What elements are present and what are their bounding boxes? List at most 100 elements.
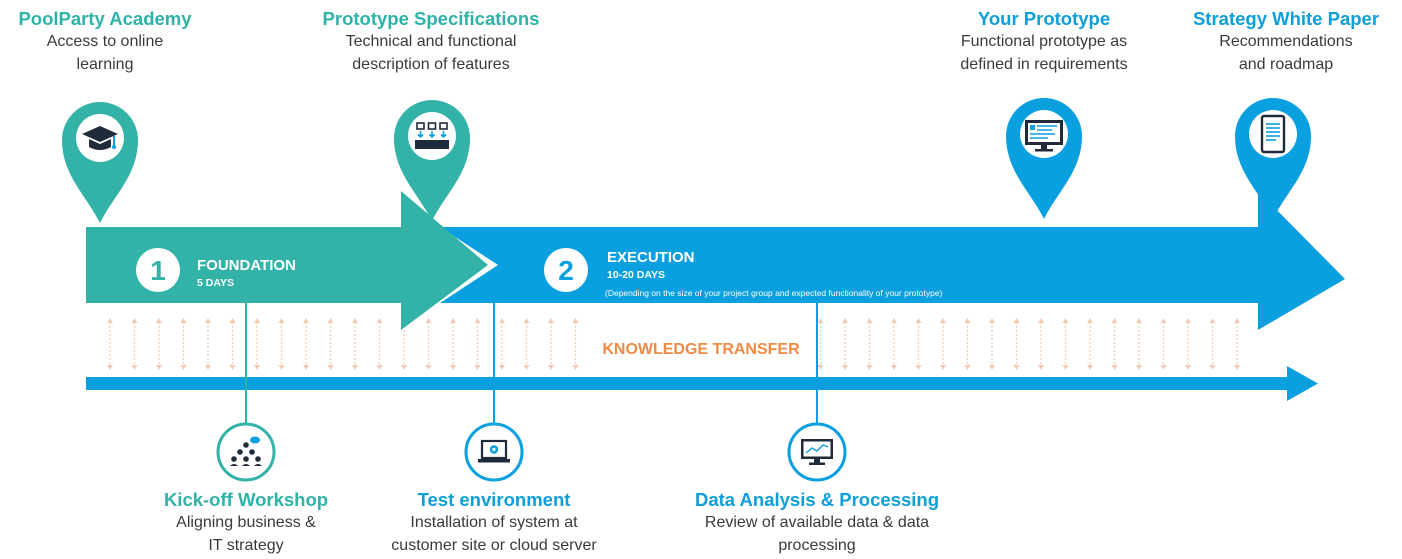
knowledge-transfer-arrowhead-down xyxy=(1013,365,1020,370)
knowledge-transfer-arrowhead-up xyxy=(205,318,211,323)
milestone-desc-line: Access to online xyxy=(46,33,164,50)
knowledge-transfer-arrowhead-down xyxy=(891,365,897,370)
knowledge-transfer-arrowhead-down xyxy=(278,365,285,370)
knowledge-transfer-arrowhead-down xyxy=(450,365,456,370)
knowledge-transfer-arrowhead-down xyxy=(303,365,309,370)
knowledge-transfer-arrowhead-up xyxy=(180,318,187,323)
laptop-settings-icon xyxy=(478,439,510,463)
knowledge-transfer-arrowhead-up xyxy=(327,318,334,323)
knowledge-transfer-arrowhead-up xyxy=(1087,318,1093,323)
milestone-title: Kick-off Workshop xyxy=(163,489,329,510)
milestone-kickoff-workshop: Kick-off Workshop Aligning business & IT… xyxy=(136,488,356,557)
pin-strategy-white-paper[interactable] xyxy=(1235,98,1311,219)
knowledge-transfer-arrowhead-down xyxy=(376,365,383,370)
knowledge-transfer-arrowhead-up xyxy=(842,318,848,323)
phase-2-number-badge xyxy=(544,248,588,292)
knowledge-transfer-arrowhead-down xyxy=(180,365,187,370)
pin-prototype-specifications[interactable] xyxy=(394,100,470,221)
pin-poolparty-academy[interactable] xyxy=(62,102,138,223)
knowledge-transfer-arrowhead-up xyxy=(425,318,432,323)
phase-1-title: FOUNDATION xyxy=(197,257,296,274)
node-data-analysis[interactable] xyxy=(787,422,847,482)
knowledge-transfer-arrowhead-down xyxy=(1234,365,1240,370)
milestone-desc-line: Installation of system at xyxy=(410,514,578,531)
milestone-desc-line: and roadmap xyxy=(1238,56,1334,73)
pin-your-prototype[interactable] xyxy=(1006,98,1082,219)
knowledge-transfer-arrowhead-up xyxy=(303,318,309,323)
knowledge-transfer-arrowhead-up xyxy=(1185,318,1191,323)
milestone-desc-line: description of features xyxy=(352,56,510,73)
knowledge-transfer-arrowhead-up xyxy=(254,318,260,323)
knowledge-transfer-arrowhead-down xyxy=(425,365,432,370)
knowledge-transfer-arrowhead-down xyxy=(1160,365,1167,370)
knowledge-transfer-arrowhead-down xyxy=(548,365,554,370)
knowledge-transfer-arrowhead-up xyxy=(352,318,358,323)
knowledge-transfer-arrowhead-down xyxy=(1136,365,1142,370)
knowledge-transfer-arrowhead-down xyxy=(915,365,922,370)
knowledge-transfer-arrowhead-up xyxy=(499,318,505,323)
knowledge-transfer-arrowhead-up xyxy=(1038,318,1044,323)
knowledge-transfer-arrowhead-up xyxy=(474,318,481,323)
knowledge-transfer-arrowhead-up xyxy=(1160,318,1167,323)
knowledge-transfer-label-bg xyxy=(578,333,810,361)
knowledge-transfer-arrowhead-up xyxy=(376,318,383,323)
knowledge-transfer-arrowhead-down xyxy=(572,365,579,370)
knowledge-transfer-arrowhead-down xyxy=(254,365,260,370)
knowledge-transfer-arrowhead-down xyxy=(817,365,824,370)
knowledge-transfer-arrowhead-down xyxy=(352,365,358,370)
milestone-desc-line: customer site or cloud server xyxy=(391,537,597,554)
milestone-title: Test environment xyxy=(417,489,571,510)
specification-boxes-icon xyxy=(415,122,449,149)
knowledge-transfer-arrowhead-up xyxy=(572,318,579,323)
knowledge-transfer-arrows xyxy=(107,318,1240,370)
knowledge-transfer-arrowhead-down xyxy=(1087,365,1093,370)
milestone-desc-line: Aligning business & xyxy=(176,514,316,531)
milestone-desc-line: Technical and functional xyxy=(345,33,517,50)
phase-1-number: 1 xyxy=(150,255,166,286)
milestone-data-analysis: Data Analysis & Processing Review of ava… xyxy=(672,488,962,557)
knowledge-transfer-arrowhead-up xyxy=(1013,318,1020,323)
knowledge-transfer-arrowhead-up xyxy=(989,318,995,323)
knowledge-transfer-arrowhead-up xyxy=(1234,318,1240,323)
knowledge-transfer-arrowhead-up xyxy=(156,318,162,323)
knowledge-transfer-arrowhead-up xyxy=(866,318,873,323)
knowledge-transfer-arrowhead-up xyxy=(940,318,946,323)
knowledge-transfer-arrowhead-down xyxy=(964,365,971,370)
knowledge-transfer-arrowhead-down xyxy=(499,365,505,370)
knowledge-transfer-arrowhead-up xyxy=(450,318,456,323)
knowledge-transfer-arrowhead-down xyxy=(989,365,995,370)
milestone-strategy-white-paper: Strategy White Paper Recommendations and… xyxy=(1172,7,1400,76)
knowledge-transfer-arrowhead-down xyxy=(940,365,946,370)
knowledge-transfer-arrowhead-down xyxy=(1062,365,1069,370)
milestone-title: Data Analysis & Processing xyxy=(694,489,940,510)
knowledge-transfer-arrowhead-up xyxy=(1062,318,1069,323)
knowledge-transfer-arrowhead-down xyxy=(107,365,113,370)
knowledge-transfer-label: KNOWLEDGE TRANSFER xyxy=(602,341,800,358)
knowledge-transfer-arrowhead-down xyxy=(866,365,873,370)
knowledge-transfer-arrowhead-down xyxy=(401,365,407,370)
milestone-test-environment: Test environment Installation of system … xyxy=(364,488,624,557)
milestone-desc-line: Functional prototype as xyxy=(960,33,1128,50)
phase-1-duration: 5 DAYS xyxy=(197,277,234,289)
milestone-title: Your Prototype xyxy=(977,8,1111,29)
milestone-title: Strategy White Paper xyxy=(1192,8,1380,29)
knowledge-transfer-arrowhead-down xyxy=(327,365,334,370)
phase-2-title: EXECUTION xyxy=(607,249,695,266)
knowledge-transfer-arrowhead-down xyxy=(1111,365,1118,370)
knowledge-transfer-arrowhead-up xyxy=(229,318,236,323)
people-meeting-icon xyxy=(230,436,262,466)
node-kickoff-workshop[interactable] xyxy=(216,422,276,482)
milestone-title: PoolParty Academy xyxy=(18,8,192,29)
knowledge-transfer-arrowhead-down xyxy=(523,365,530,370)
milestone-desc-line: learning xyxy=(76,56,134,73)
node-test-environment[interactable] xyxy=(464,422,524,482)
knowledge-transfer-arrowhead-down xyxy=(1185,365,1191,370)
knowledge-transfer-arrowhead-up xyxy=(1111,318,1118,323)
knowledge-transfer-arrowhead-down xyxy=(842,365,848,370)
document-tablet-icon xyxy=(1260,114,1286,154)
knowledge-transfer-arrowhead-down xyxy=(131,365,138,370)
bottom-connectors xyxy=(245,303,818,425)
monitor-prototype-icon xyxy=(1025,120,1063,152)
knowledge-transfer-arrowhead-down xyxy=(1209,365,1216,370)
